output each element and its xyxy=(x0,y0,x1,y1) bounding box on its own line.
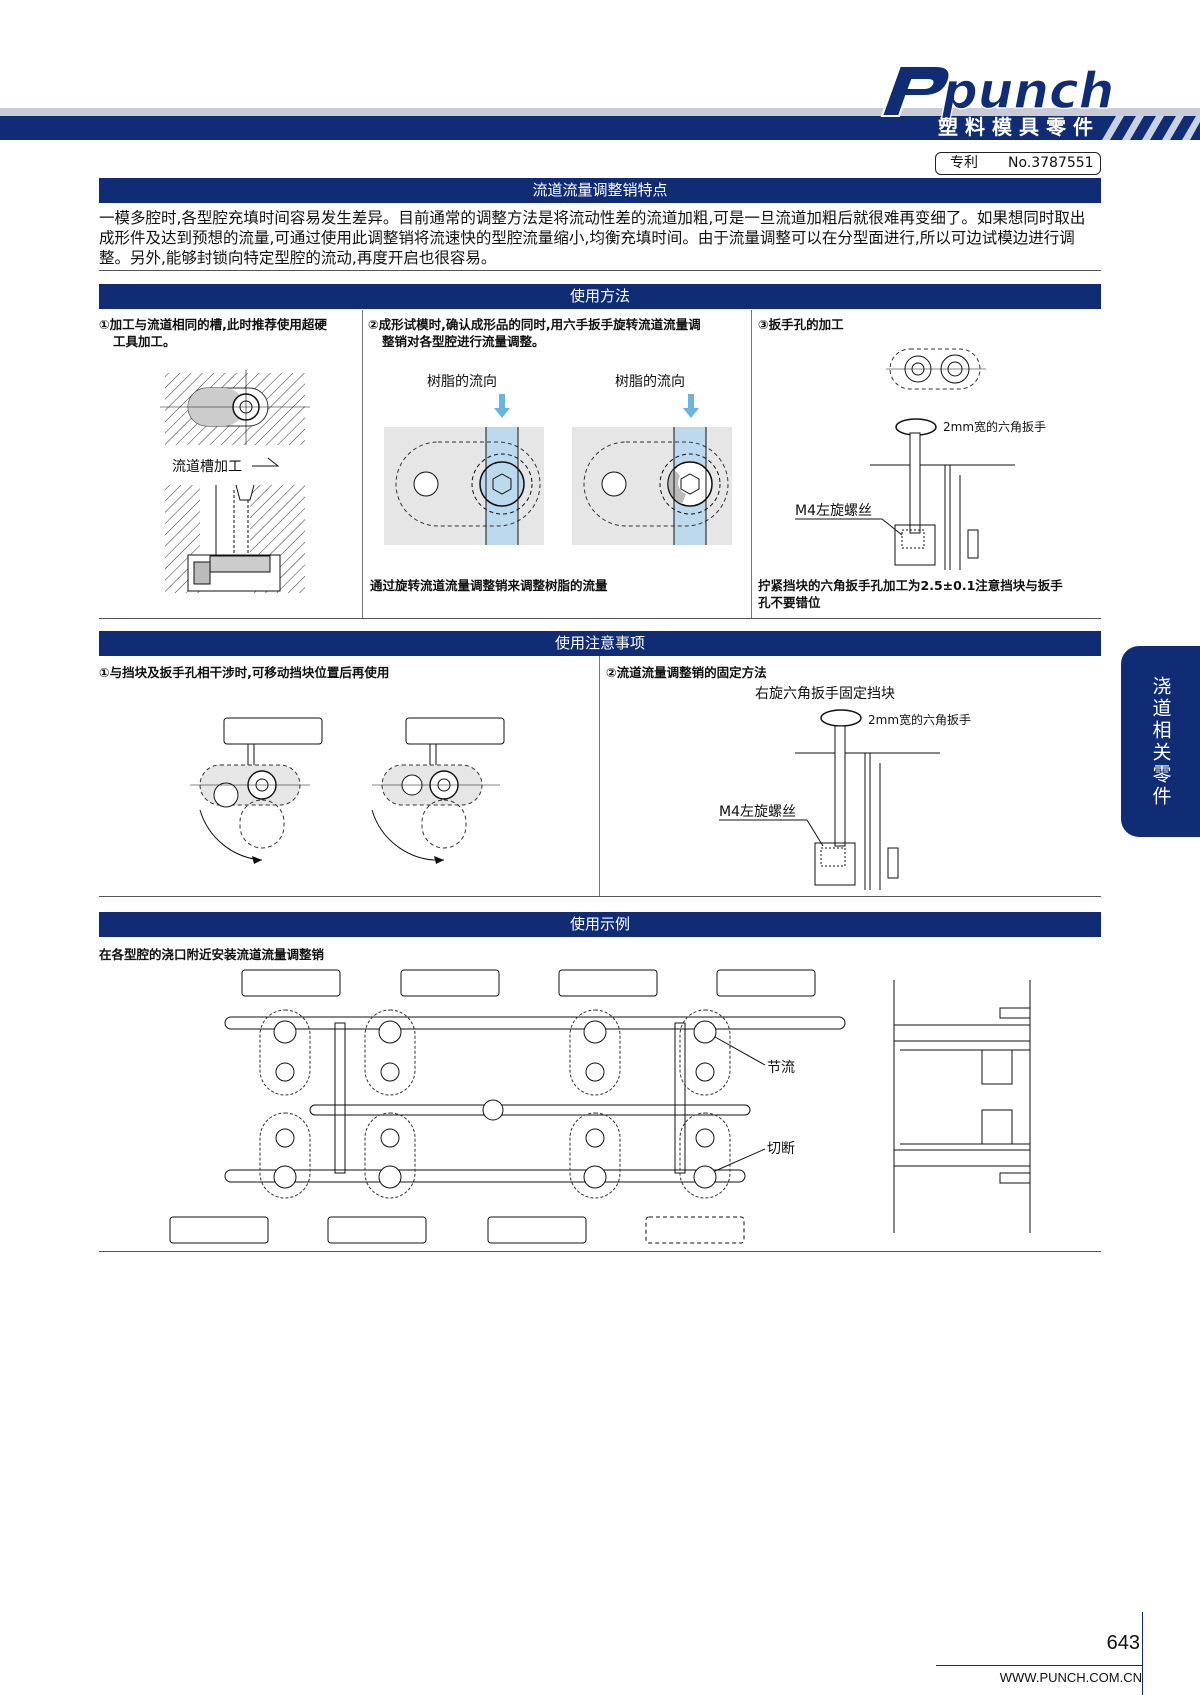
usage-step2-line2: 整销对各型腔进行流量调整。 xyxy=(382,334,545,349)
brand-tagline: 塑料模具零件 xyxy=(938,115,1100,139)
pin-fixing-figure: 右旋六角扳手固定挡块 2mm宽的六角扳手 M4左旋螺丝 xyxy=(719,686,971,890)
usage-title: 使用方法 xyxy=(99,284,1101,309)
patent-number: No.3787551 xyxy=(1008,155,1094,171)
mold-section-figure xyxy=(893,980,1031,1233)
punch-logo: punch xyxy=(872,61,1200,140)
flow-adjust-figure: 树脂的流向 树脂的流向 xyxy=(384,374,732,545)
features-body: 一模多腔时,各型腔充填时间容易发生差异。目前通常的调整方法是将流动性差的流道加粗… xyxy=(99,209,1086,267)
usage-step2-caption: ②成形试模时,确认成形品的同时,用六手扳手旋转流道流量调 整销对各型腔进行流量调… xyxy=(368,316,748,350)
wrench-label: 2mm宽的六角扳手 xyxy=(943,419,1046,434)
throttle-label: 节流 xyxy=(767,1060,795,1076)
footer-rule-vertical xyxy=(1142,1612,1143,1695)
screw-label: M4左旋螺丝 xyxy=(795,503,872,519)
runner-groove-figure: 流道槽加工 xyxy=(160,370,310,593)
patent-badge: 专利 No.3787551 xyxy=(935,152,1101,175)
punch-logo-text: punch xyxy=(941,62,1114,120)
wrench-hole-note: 拧紧挡块的六角扳手孔加工为2.5±0.1注意挡块与扳手 孔不要错位 xyxy=(758,577,1098,611)
cutoff-label: 切断 xyxy=(767,1141,795,1157)
divider xyxy=(99,270,1101,271)
example-title: 使用示例 xyxy=(99,912,1101,937)
usage-step1-line1: ①加工与流道相同的槽,此时推荐使用超硬 xyxy=(99,317,327,332)
usage-step1-line2: 工具加工。 xyxy=(113,334,176,349)
features-title: 流道流量调整销特点 xyxy=(99,178,1101,203)
wrench-hole-note-line1: 拧紧挡块的六角扳手孔加工为2.5±0.1注意挡块与扳手 xyxy=(758,578,1063,593)
header-light-stripe xyxy=(0,108,1200,116)
divider xyxy=(99,896,1101,897)
flow-direction-label-right: 树脂的流向 xyxy=(615,374,685,390)
runner-groove-label: 流道槽加工 xyxy=(172,459,242,475)
flow-direction-label-left: 树脂的流向 xyxy=(427,374,497,390)
fixing-title-label: 右旋六角扳手固定挡块 xyxy=(755,686,895,702)
fixing-wrench-label: 2mm宽的六角扳手 xyxy=(868,712,971,727)
flow-adjust-note: 通过旋转流道流量调整销来调整树脂的流量 xyxy=(370,578,608,593)
side-tab-category[interactable]: 浇道相关零件 xyxy=(1121,646,1200,837)
divider xyxy=(99,1251,1101,1252)
divider xyxy=(99,618,1101,619)
page-number: 643 xyxy=(1106,1632,1140,1654)
usage-step2-line1: ②成形试模时,确认成形品的同时,用六手扳手旋转流道流量调 xyxy=(368,317,701,332)
column-divider xyxy=(599,656,600,896)
column-divider xyxy=(362,310,363,618)
wrench-hole-note-line2: 孔不要错位 xyxy=(758,595,821,610)
usage-step3-caption: ③扳手孔的加工 xyxy=(758,317,844,332)
multi-cavity-figure: 节流 切断 xyxy=(169,969,846,1244)
fixing-screw-label: M4左旋螺丝 xyxy=(719,804,796,820)
column-divider xyxy=(751,310,752,618)
wrench-hole-figure: 2mm宽的六角扳手 M4左旋螺丝 xyxy=(795,348,1046,570)
interference-figure xyxy=(190,717,505,864)
footer-rule xyxy=(936,1665,1142,1666)
usage-step1-caption: ①加工与流道相同的槽,此时推荐使用超硬 工具加工。 xyxy=(99,316,361,350)
cautions-title: 使用注意事项 xyxy=(99,631,1101,656)
side-tab-label: 浇道相关零件 xyxy=(1149,675,1172,808)
example-caption: 在各型腔的浇口附近安装流道流量调整销 xyxy=(99,947,325,962)
caution-step2-caption: ②流道流量调整销的固定方法 xyxy=(606,665,767,680)
website-url: WWW.PUNCH.COM.CN xyxy=(999,1670,1142,1685)
caution-step1-caption: ①与挡块及扳手孔相干涉时,可移动挡块位置后再使用 xyxy=(99,665,390,680)
patent-label: 专利 xyxy=(950,155,978,171)
